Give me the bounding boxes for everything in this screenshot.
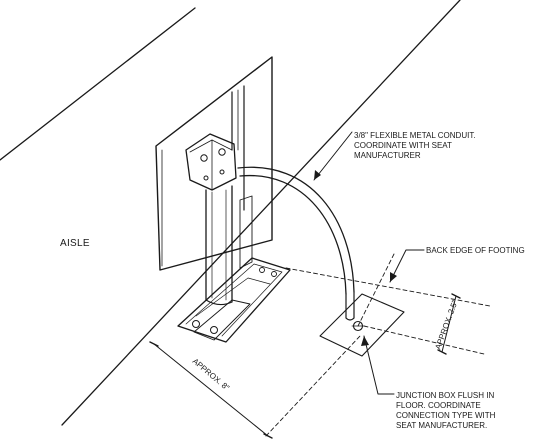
dimension-label-short: APPROX. 2.5" (433, 299, 459, 351)
leader-lines (313, 131, 425, 395)
seat-back-panel (155, 56, 273, 271)
dimension-lines (149, 253, 491, 439)
floor-edges (0, 0, 461, 426)
dimension-label-long: APPROX. 8" (191, 357, 231, 393)
junction-box (319, 293, 405, 357)
flexible-metal-conduit (237, 166, 355, 321)
seat-pedestal (185, 85, 253, 306)
junction-note-line-1: JUNCTION BOX FLUSH IN (396, 391, 494, 400)
junction-note-line-4: SEAT MANUFACTURER. (396, 421, 487, 430)
conduit-note-line-2: COORDINATE WITH SEAT (354, 141, 452, 150)
footing-note: BACK EDGE OF FOOTING (426, 246, 525, 255)
junction-note-line-2: FLOOR. COORDINATE (396, 401, 481, 410)
conduit-note: 3/8" FLEXIBLE METAL CONDUIT. COORDINATE … (354, 131, 476, 160)
seat-base-plate (177, 257, 291, 343)
conduit-note-line-3: MANUFACTURER (354, 151, 421, 160)
junction-note-line-3: CONNECTION TYPE WITH (396, 411, 496, 420)
aisle-label: AISLE (60, 238, 90, 249)
conduit-note-line-1: 3/8" FLEXIBLE METAL CONDUIT. (354, 131, 476, 140)
junction-note: JUNCTION BOX FLUSH IN FLOOR. COORDINATE … (396, 391, 496, 430)
